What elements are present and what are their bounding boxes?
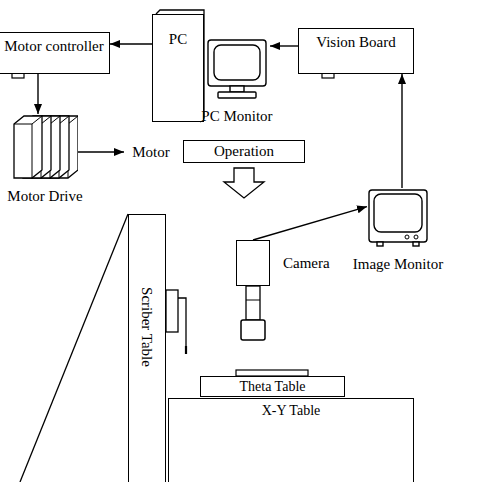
stack-icon	[12, 114, 78, 180]
monitor-case	[208, 40, 266, 86]
node-label: Camera	[283, 255, 330, 272]
drive-edge	[32, 124, 33, 178]
arrow-connector	[270, 45, 298, 46]
box-node: Theta Table	[200, 376, 345, 397]
hollow-arrow	[224, 168, 264, 198]
arrow-connector	[401, 74, 402, 188]
tower-node: PC	[152, 14, 204, 122]
monitor-icon	[204, 38, 270, 100]
node-label: PC Monitor	[201, 108, 272, 125]
scriber-head	[166, 290, 178, 332]
monitor-node: PC Monitor	[199, 38, 274, 124]
tv-knob	[414, 235, 418, 239]
tv-screen	[374, 194, 422, 232]
camera-node: Camera	[236, 240, 270, 286]
monitor-neck	[230, 86, 244, 92]
arrow-connector	[37, 74, 38, 114]
card-node: Motor controller	[0, 32, 110, 74]
top-node: X-Y Table	[168, 398, 414, 482]
tv-knob	[405, 235, 409, 239]
box-node: Operation	[183, 140, 305, 163]
tv-node: Image Monitor	[350, 188, 446, 272]
node-label: Motor Drive	[7, 188, 82, 205]
plain-node: Motor	[124, 141, 178, 163]
drive-card	[14, 116, 42, 178]
monitor-screen	[214, 45, 260, 80]
monitor-base	[218, 92, 256, 98]
card-node: Vision Board	[298, 28, 414, 74]
tv-case	[369, 190, 427, 242]
node-label: Motor	[132, 144, 170, 161]
scriber-tip	[185, 346, 187, 354]
perspective-line	[20, 214, 128, 482]
tv-icon	[367, 188, 429, 250]
stack-node: Motor Drive	[5, 114, 84, 204]
camera-ring	[246, 300, 260, 301]
node-label: Vision Board	[299, 34, 413, 51]
drive-edge	[14, 116, 42, 124]
camera-lens	[241, 320, 265, 340]
node-label: PC	[153, 31, 203, 48]
tv-foot	[377, 242, 383, 246]
node-label: Theta Table	[239, 379, 305, 394]
arrow-connector	[110, 43, 152, 44]
tv-foot	[413, 242, 419, 246]
node-label: Image Monitor	[353, 256, 443, 273]
camera-tube	[246, 286, 260, 320]
vert-node: Scriber Table	[128, 214, 166, 482]
node-label: X-Y Table	[169, 403, 413, 418]
arrow-connector	[78, 151, 124, 152]
arrow-connector	[253, 207, 367, 240]
node-label: Operation	[214, 143, 274, 160]
scriber-arm	[178, 298, 186, 346]
node-label: Motor controller	[0, 38, 109, 55]
node-label: Scriber Table	[139, 287, 156, 367]
